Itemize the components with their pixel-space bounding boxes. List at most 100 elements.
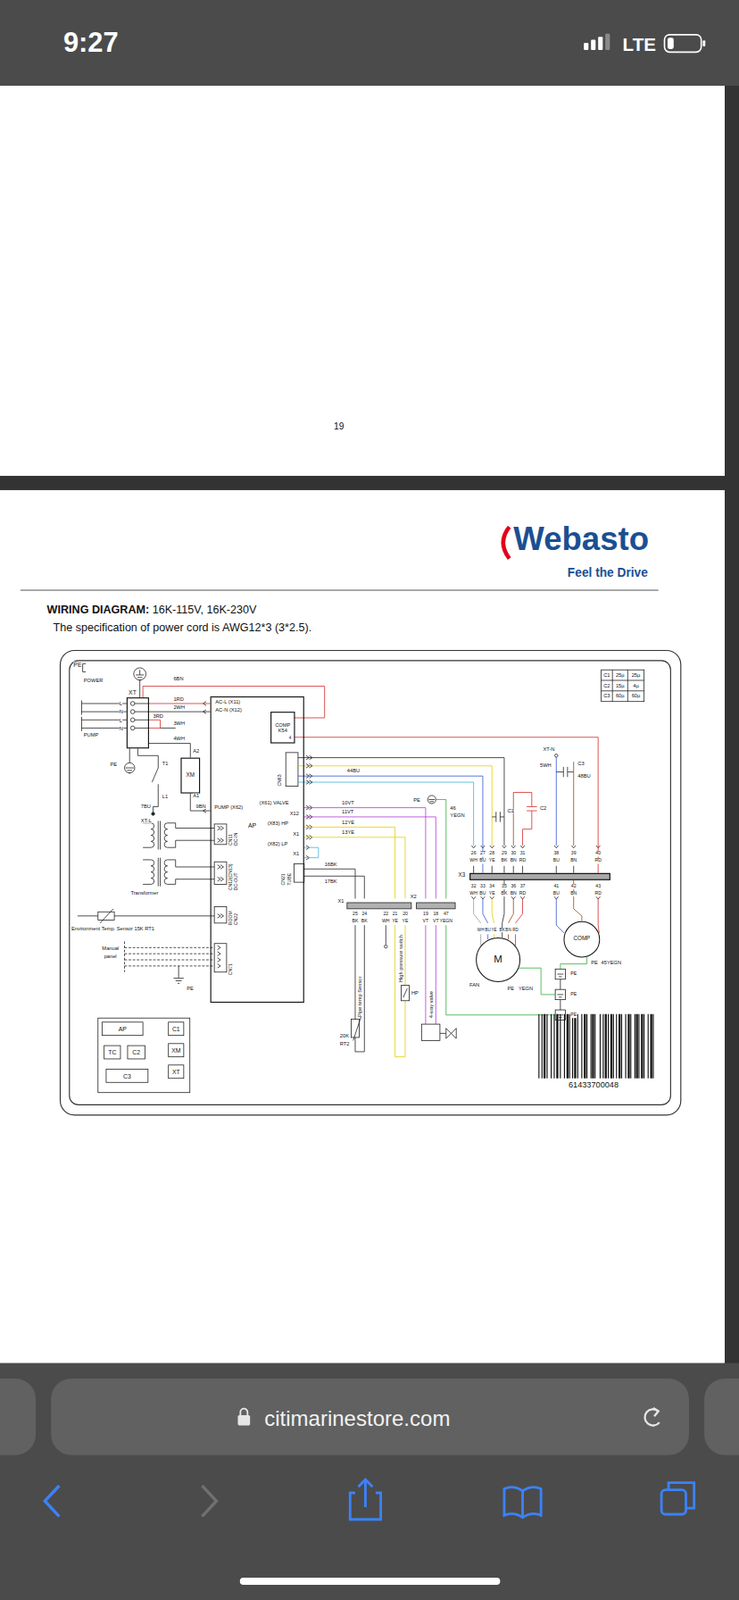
wire-label: 13YE [341,830,355,836]
wire [353,1015,362,1040]
wire [347,902,412,909]
connector-label: CN22 [234,913,240,925]
page-sheet [0,85,739,1363]
compressor: COMP [563,921,600,958]
diagram-frame [59,650,681,1115]
wire-label: L1 [162,794,168,800]
table-cell: C2 [603,682,610,689]
pin-number: BK [499,928,506,933]
wire [285,752,299,787]
wire-label: C2 [539,805,547,811]
pin-number: 32 [471,883,477,889]
node-label: XT [128,689,137,696]
wire-label: YEGN [518,986,533,992]
wire [508,897,515,939]
wire [214,861,227,884]
pin-number: BN [510,858,517,864]
pin-number: RD [519,890,526,896]
wire [515,897,524,946]
pin-number: VT [423,918,430,923]
wire-label: C1 [506,808,514,814]
wire-label: AC-L (X11) [215,698,241,705]
pin-number: YEGN [439,918,453,923]
wire [134,703,150,728]
wire-connector [304,775,483,873]
wire-connector [149,743,191,758]
wire-label: PUMP (X62) [214,804,243,810]
wire-label: RT2 [340,1041,350,1047]
status-text: 9:27 [63,29,119,58]
pin-number: BN [510,890,517,896]
pin-number: 43 [595,883,601,889]
wire [125,747,134,773]
pin-number: RD [519,858,526,864]
wire [446,924,556,1015]
fan-motor: MFAN [475,937,521,982]
wire-label: Manual [101,945,119,951]
wire-label: 3WH [173,720,185,726]
wire [400,985,409,1001]
wire-label: XT-N [542,746,555,752]
pin-number: BK [361,918,368,923]
pin-number: 20 [402,911,408,916]
wire-label: 12YE [341,819,355,825]
connector-label: ROOM [228,910,233,925]
pin-number: YE [402,918,409,923]
table-cell: 15µ [615,682,625,689]
table-cell: 60µ [615,693,625,699]
wire [214,906,227,923]
wire-label: X1 [338,897,345,904]
table-cell: C2 [132,1048,141,1055]
wire-label: YEGN [449,812,465,818]
wire [130,717,135,723]
wire-label: 48BU [577,773,590,780]
wire [190,793,210,811]
node-outline [564,921,600,957]
wire [157,820,160,849]
wire-label: L [119,700,123,706]
browser-toolbar [237,1414,250,1425]
node-label: X3 [457,871,465,878]
wire [416,902,456,909]
pin-number: 22 [382,911,389,916]
wire [203,701,207,814]
table-cell: 60µ [631,693,641,699]
status-bar [583,42,589,50]
terminal-strip: X3 [469,872,611,881]
barcode [539,1013,654,1079]
barcode-number: 61433700048 [568,1080,619,1089]
wire [168,1021,184,1036]
wire [142,686,325,718]
brand-logo: Webasto [513,523,649,557]
wire-label: 4 [289,736,292,741]
wire [304,846,319,857]
wire-label: X12 [290,810,299,816]
pin-number: BK [501,858,508,864]
table-cell: 4µ [632,682,639,689]
wire [160,727,176,729]
wire [83,663,86,672]
url-text: citimarinestore.com [264,1406,450,1429]
wire [355,924,365,1052]
wire [130,701,135,706]
wire-label: PE [570,971,577,977]
wire-label: PE [590,959,598,965]
wire [601,669,645,701]
wire [124,940,216,972]
wire [556,766,573,777]
brand-tagline: Feel the Drive [567,566,648,580]
wire-label: 46 [449,805,456,811]
wire-label: 1RD [173,696,183,702]
wire [304,826,406,898]
wire [98,911,115,920]
diagram-frame [69,660,672,1105]
wire [149,719,161,728]
wire [137,747,158,814]
connector-label: 4-way valve [428,990,434,1018]
node-outline [476,938,521,982]
wire [130,709,135,715]
pin-number: 28 [489,851,495,856]
wire [471,896,600,899]
wire [304,807,437,899]
wire [214,943,227,972]
